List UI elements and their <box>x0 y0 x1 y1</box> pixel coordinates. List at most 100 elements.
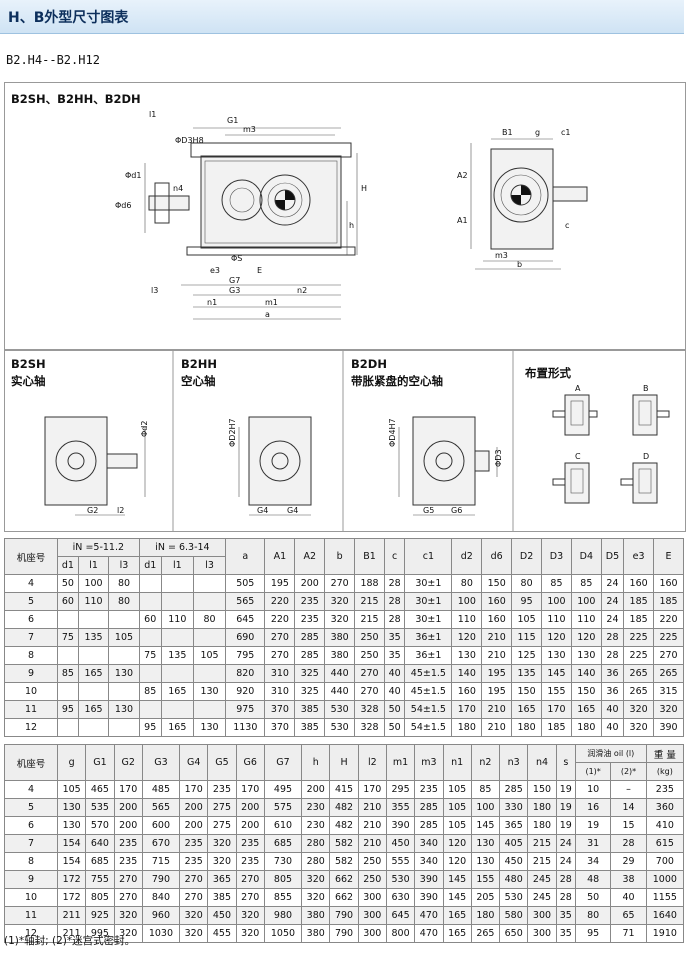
table-cell: 165 <box>160 718 194 737</box>
table-cell: 415 <box>329 780 359 799</box>
table-cell: 450 <box>207 906 237 925</box>
table-cell: 160 <box>451 682 483 701</box>
table-cell: 160 <box>481 610 513 629</box>
table-cell: 270 <box>324 574 356 593</box>
table-cell: 35 <box>383 628 406 647</box>
t1-sub: l1 <box>77 556 110 575</box>
table-cell: 6 <box>4 816 58 835</box>
arrangement-drawing: A B C D <box>552 384 670 504</box>
table-cell: 250 <box>357 852 387 871</box>
table-cell: 320 <box>653 700 684 719</box>
dim-E: E <box>257 266 262 275</box>
table-cell: 235 <box>414 780 444 799</box>
table-cell: 320 <box>179 906 209 925</box>
table-cell: 495 <box>263 780 303 799</box>
table-cell: 211 <box>56 906 87 925</box>
table-cell: 105 <box>442 816 472 835</box>
table-cell: 440 <box>324 664 356 683</box>
table-cell: 10 <box>4 888 58 907</box>
table-cell: 685 <box>263 834 303 853</box>
table-cell: 130 <box>470 834 501 853</box>
dim-b: b <box>517 260 522 269</box>
table-cell: 180 <box>451 718 483 737</box>
table-cell: 155 <box>470 870 501 889</box>
table-cell: 245 <box>527 888 557 907</box>
table-cell: 1130 <box>225 718 266 737</box>
table-cell: 1030 <box>141 924 181 943</box>
table-cell: 805 <box>263 870 303 889</box>
table-cell: 300 <box>357 906 387 925</box>
table-cell: 800 <box>385 924 416 943</box>
table-cell: 165 <box>77 664 110 683</box>
panel-b2dh-subtitle: 带胀紧盘的空心轴 <box>351 374 443 388</box>
table-cell: 645 <box>385 906 416 925</box>
panel-b2sh-l2: l2 <box>117 506 124 515</box>
table-cell: 285 <box>294 646 326 665</box>
table-cell: 200 <box>294 574 326 593</box>
table-cell: 270 <box>354 664 385 683</box>
table-cell: 85 <box>57 664 79 683</box>
table-cell: 80 <box>108 592 140 611</box>
table-cell: 385 <box>207 888 237 907</box>
table-cell: 11 <box>4 700 58 719</box>
table-cell: 700 <box>645 852 685 871</box>
table-cell: 95 <box>57 700 79 719</box>
table-cell: 315 <box>653 682 684 701</box>
t1-header-col: D5 <box>600 538 625 575</box>
table-cell: 235 <box>294 610 326 629</box>
table-cell: 154 <box>56 852 87 871</box>
arrangement-A: A <box>575 384 581 393</box>
table-cell: 645 <box>225 610 266 629</box>
dim-g: g <box>535 128 540 137</box>
table-cell: 610 <box>263 816 303 835</box>
table-cell: 160 <box>623 574 655 593</box>
table-cell: 270 <box>179 888 209 907</box>
table-cell: 170 <box>235 780 265 799</box>
t2-header-col: G4 <box>179 744 209 781</box>
side-housing <box>490 148 554 250</box>
table-cell: 9 <box>4 870 58 889</box>
dim-l1: l1 <box>149 110 156 119</box>
table-cell: 160 <box>481 592 513 611</box>
table-cell: 130 <box>56 816 87 835</box>
table-cell: 100 <box>451 592 483 611</box>
table-cell: 320 <box>235 924 265 943</box>
table-cell: 200 <box>179 816 209 835</box>
table-cell: 15 <box>610 816 647 835</box>
variant-panels: B2SH 实心轴 Φd2 G2 l2 B2HH 空心轴 ΦD2H7 G4 G4 … <box>4 350 686 532</box>
table-cell: 172 <box>56 870 87 889</box>
table-cell: 320 <box>324 610 356 629</box>
table-cell: 380 <box>301 924 331 943</box>
table-cell: 36 <box>600 664 625 683</box>
table-cell: 580 <box>499 906 529 925</box>
table-cell: 450 <box>385 834 416 853</box>
table-cell: 530 <box>324 718 356 737</box>
table-cell: 925 <box>85 906 115 925</box>
table-cell: 265 <box>653 664 684 683</box>
table-cell <box>57 646 79 665</box>
table-cell <box>160 700 194 719</box>
t1-header-group2: iN = 6.3-14 <box>138 538 227 557</box>
table-cell: 24 <box>555 834 576 853</box>
table-cell: 470 <box>414 906 444 925</box>
table-cell: 110 <box>570 610 602 629</box>
table-cell: 54±1.5 <box>404 700 453 719</box>
table-cell: 170 <box>451 700 483 719</box>
table-cell: 1910 <box>645 924 685 943</box>
table-cell: 30±1 <box>404 592 453 611</box>
table-cell: 60 <box>138 610 162 629</box>
t2-oil-sub: (1)* <box>574 762 612 781</box>
table-cell <box>108 718 140 737</box>
panel-b2hh-G4-left: G4 <box>257 506 268 515</box>
table-cell: 200 <box>235 816 265 835</box>
dim-H: H <box>361 184 367 193</box>
table-cell: 6 <box>4 610 58 629</box>
table-cell: 535 <box>85 798 115 817</box>
table-cell: 1050 <box>263 924 303 943</box>
table-cell: 470 <box>414 924 444 943</box>
panel-b2dh-G6: G6 <box>451 506 462 515</box>
